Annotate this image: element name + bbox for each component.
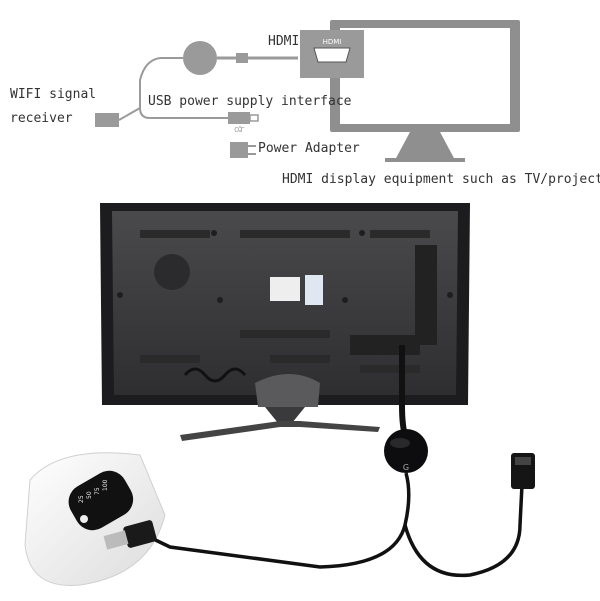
hdmi-cable <box>399 345 408 436</box>
tv-port-panel <box>415 245 437 345</box>
display-equipment-label: HDMI display equipment such as TV/projec… <box>282 172 600 187</box>
indicator-75: 75 <box>94 487 101 495</box>
tv-label-sticker <box>270 277 300 301</box>
setup-photo: G 100 75 50 25 <box>24 203 535 586</box>
power-bank: 100 75 50 25 <box>24 452 166 586</box>
indicator-50: 50 <box>86 491 93 499</box>
power-adapter-label: Power Adapter <box>258 141 360 156</box>
tv-back <box>100 203 470 405</box>
wifi-receiver-icon <box>95 107 141 127</box>
usb-plug-icon <box>228 112 259 124</box>
hdmi-label: HDMI <box>268 34 300 49</box>
wifi-label-line1: WIFI signal <box>10 87 97 102</box>
usb-female-connector <box>511 453 535 489</box>
tv-stand <box>180 374 380 441</box>
wifi-label-line2: receiver <box>10 111 73 126</box>
hdmi-port-icon: HDMI <box>300 30 364 78</box>
speaker-icon <box>154 254 190 290</box>
tv-hdmi-ports <box>350 335 420 355</box>
power-adapter-icon <box>230 126 256 158</box>
monitor-icon <box>330 20 520 162</box>
indicator-25: 25 <box>78 495 85 503</box>
usb-label: USB power supply interface <box>148 94 352 109</box>
hdmi-port-text: HDMI <box>323 38 342 46</box>
power-button <box>80 515 88 523</box>
dongle-logo: G <box>403 463 409 472</box>
dongle-icon <box>139 41 298 119</box>
connection-diagram: HDMI <box>95 20 520 162</box>
usb-male-plug <box>103 520 157 550</box>
dongle-device: G <box>384 429 428 473</box>
indicator-100: 100 <box>102 479 109 491</box>
tv-label-sticker <box>305 275 323 305</box>
y-cable <box>144 472 524 578</box>
or-label: or <box>234 125 245 135</box>
